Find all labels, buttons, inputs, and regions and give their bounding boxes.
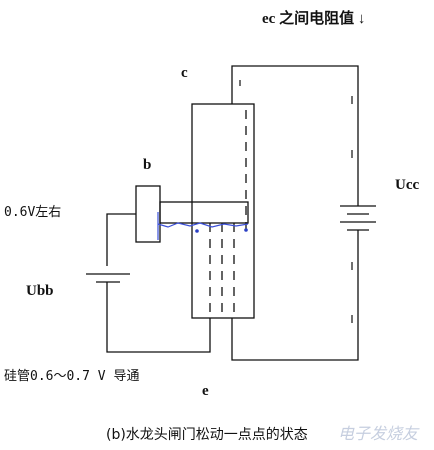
watermark-logo: 电子发烧友 [337,424,418,443]
base-wire [106,213,136,266]
collector-pipe [191,103,255,319]
base-voltage-note: 0.6V左右 [4,205,62,220]
base-label: b [143,157,152,173]
collector-wire [231,65,359,206]
base-return-wire [106,282,211,353]
base-valve-block [135,185,161,243]
figure-caption: (b)水龙头闸门松动一点点的状态 [106,427,308,443]
collector-label: c [181,65,188,81]
ucc-label: Ucc [395,177,420,193]
emitter-label: e [202,383,209,399]
emitter-return-wire [231,230,359,361]
water-drop-1 [195,229,199,233]
water-level-line [157,212,249,240]
silicon-conduction-note: 硅管0.6～0.7 V 导通 [4,369,140,384]
ec-resistance-label: ec 之间电阻值 ↓ [262,11,366,27]
ubb-label: Ubb [26,283,54,299]
water-drop-2 [244,228,248,232]
base-channel [159,201,249,224]
